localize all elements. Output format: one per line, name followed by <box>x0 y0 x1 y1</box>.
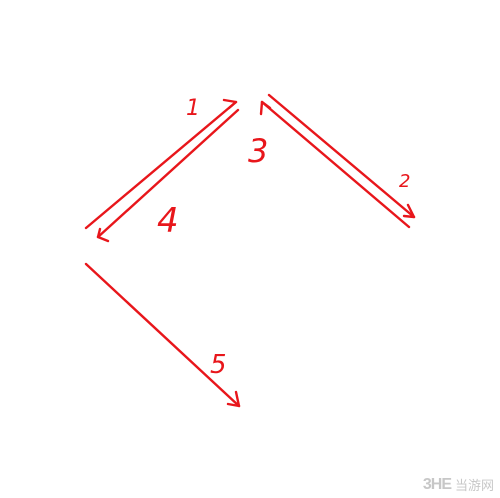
arrow-3 <box>260 100 411 229</box>
step-4-label: 4 <box>157 201 179 241</box>
watermark-text: 当游网 <box>454 479 494 494</box>
step-5-label: 5 <box>210 350 227 380</box>
stroke-arrows <box>84 93 416 408</box>
arrow-3-head <box>259 100 272 116</box>
arrow-1-head <box>222 98 238 110</box>
watermark-logo: 3HE <box>422 475 452 493</box>
step-3-label: 3 <box>248 132 268 170</box>
step-numbers: 1 2 3 4 5 <box>157 96 410 380</box>
step-2-label: 2 <box>399 171 410 192</box>
arrow-1 <box>84 100 238 230</box>
arrow-4-head <box>96 227 110 243</box>
arrow-5 <box>84 262 241 408</box>
arrow-4 <box>96 108 240 239</box>
step-1-label: 1 <box>186 96 200 121</box>
arrow-2 <box>267 93 416 219</box>
arrow-5-head <box>226 390 241 408</box>
arrow-2-head <box>402 203 416 219</box>
watermark: 3HE 当游网 <box>422 475 494 495</box>
